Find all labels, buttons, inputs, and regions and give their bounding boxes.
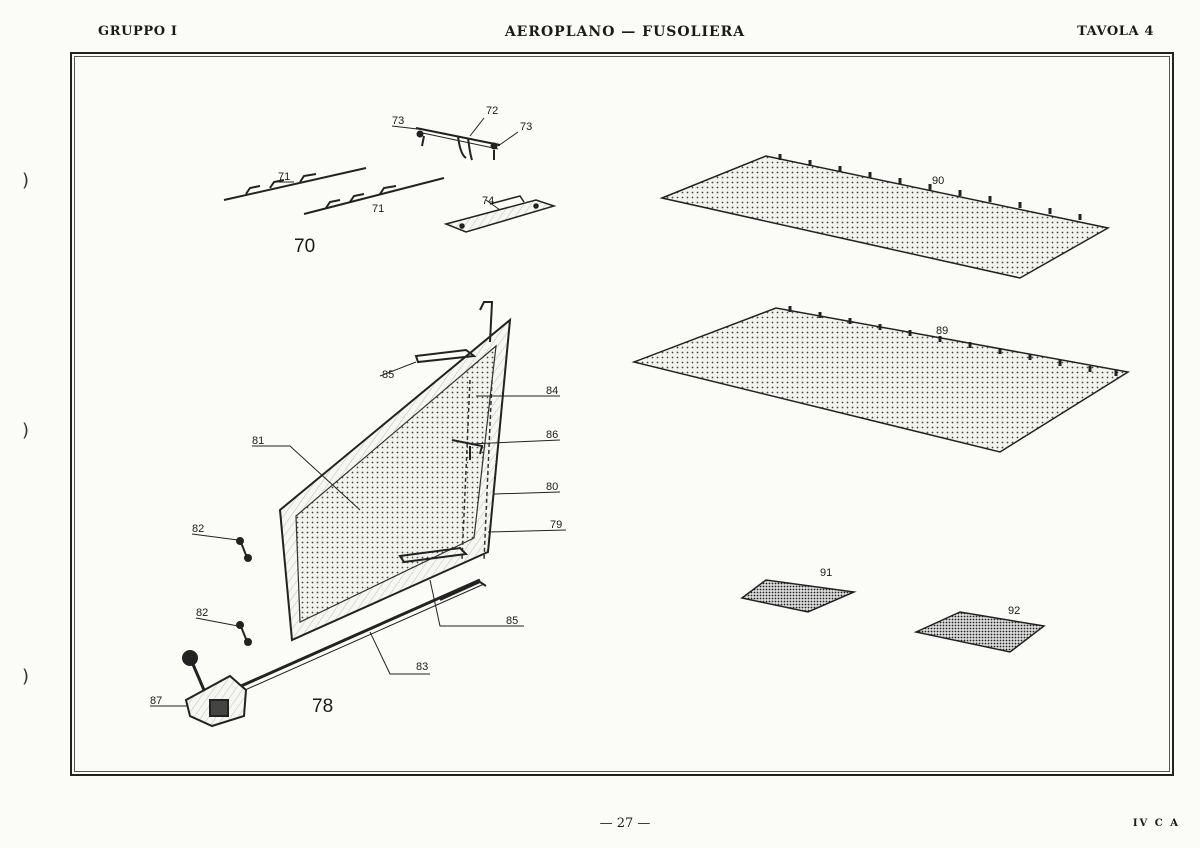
part-87-lever-handle xyxy=(182,650,248,728)
callout-73: 73 xyxy=(392,115,404,127)
page-title: AEROPLANO — FUSOLIERA xyxy=(504,24,746,40)
part-80-window-frame xyxy=(278,301,512,642)
page-number: — 27 — xyxy=(599,816,651,831)
callout-84: 84 xyxy=(546,385,558,397)
callout-71: 71 xyxy=(278,171,290,183)
part-72-bracket xyxy=(415,127,501,161)
binder-mark: ) xyxy=(22,666,30,687)
part-82-pin-b xyxy=(236,621,252,646)
callout-83: 83 xyxy=(416,661,428,673)
part-82-pin-a xyxy=(236,537,252,562)
callout-85: 85 xyxy=(506,615,518,627)
binder-mark: ) xyxy=(22,420,30,441)
part-71-rod-a xyxy=(223,167,367,201)
callout-90: 90 xyxy=(932,175,944,187)
callout-92: 92 xyxy=(1008,605,1020,617)
callout-81: 81 xyxy=(252,435,264,447)
callout-85: 85 xyxy=(382,369,394,381)
part-85-hinge-top xyxy=(414,348,477,364)
leader-lines xyxy=(150,117,567,707)
part-85-hinge-bottom xyxy=(398,546,469,564)
binder-mark: ) xyxy=(22,170,30,191)
part-74-plate xyxy=(443,195,557,233)
group-number-78: 78 xyxy=(312,696,333,717)
callout-86: 86 xyxy=(546,429,558,441)
callout-89: 89 xyxy=(936,325,948,337)
plate-label: TAVOLA 4 xyxy=(1077,24,1154,39)
callout-82: 82 xyxy=(196,607,208,619)
document-code: IV C A xyxy=(1132,818,1180,829)
part-92-small-panel xyxy=(913,611,1046,653)
group-label: GRUPPO I xyxy=(98,24,178,39)
callout-73: 73 xyxy=(520,121,532,133)
part-89-floor-panel xyxy=(631,306,1131,453)
callout-87: 87 xyxy=(150,695,162,707)
callout-82: 82 xyxy=(192,523,204,535)
callout-91: 91 xyxy=(820,567,832,579)
group-number-70: 70 xyxy=(294,236,315,257)
part-91-small-panel xyxy=(740,579,857,613)
callout-71: 71 xyxy=(372,203,384,215)
part-86-hinge-mid xyxy=(451,439,484,460)
callout-80: 80 xyxy=(546,481,558,493)
drawing-frame xyxy=(70,52,1174,776)
callout-79: 79 xyxy=(550,519,562,531)
part-71-rod-b xyxy=(303,177,445,215)
callout-74: 74 xyxy=(482,195,494,207)
part-83-control-rod xyxy=(231,578,487,695)
part-90-floor-panel xyxy=(659,154,1111,279)
callout-72: 72 xyxy=(486,105,498,117)
